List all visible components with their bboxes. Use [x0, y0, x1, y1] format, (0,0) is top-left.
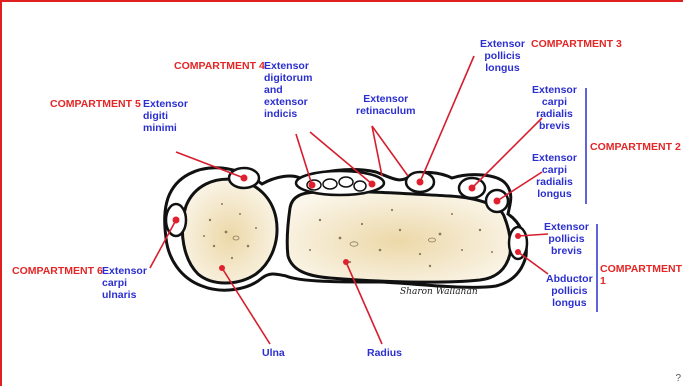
label-extensor-carpi-ulnaris: Extensor carpi ulnaris — [102, 265, 147, 301]
label-ecr-brevis: Extensor carpi radialis brevis — [532, 84, 577, 132]
help-icon[interactable]: ? — [675, 373, 681, 384]
label-radius: Radius — [367, 347, 402, 359]
label-compartment-3: COMPARTMENT 3 — [531, 38, 622, 50]
label-extensor-retinaculum: Extensor retinaculum — [356, 93, 416, 117]
artist-signature: Sharon Wallahan — [400, 287, 478, 297]
radius-bone — [287, 191, 510, 282]
label-compartment-4: COMPARTMENT 4 — [174, 60, 265, 72]
label-ulna: Ulna — [262, 347, 285, 359]
label-extensor-digiti-minimi: Extensor digiti minimi — [143, 98, 188, 134]
label-extensor-pollicis-longus: Extensor pollicis longus — [480, 38, 525, 74]
label-extensor-digitorum: Extensor digitorum and extensor indicis — [264, 60, 312, 120]
label-compartment-6: COMPARTMENT 6 — [12, 265, 103, 277]
label-extensor-pollicis-brevis: Extensor pollicis brevis — [544, 221, 589, 257]
label-ecr-longus: Extensor carpi radialis longus — [532, 152, 577, 200]
label-compartment-2: COMPARTMENT 2 — [590, 141, 681, 153]
label-compartment-1: COMPARTMENT 1 — [600, 263, 683, 287]
ulna-bone — [182, 179, 277, 283]
label-abductor-pollicis-longus: Abductor pollicis longus — [546, 273, 593, 309]
label-compartment-5: COMPARTMENT 5 — [50, 98, 141, 110]
